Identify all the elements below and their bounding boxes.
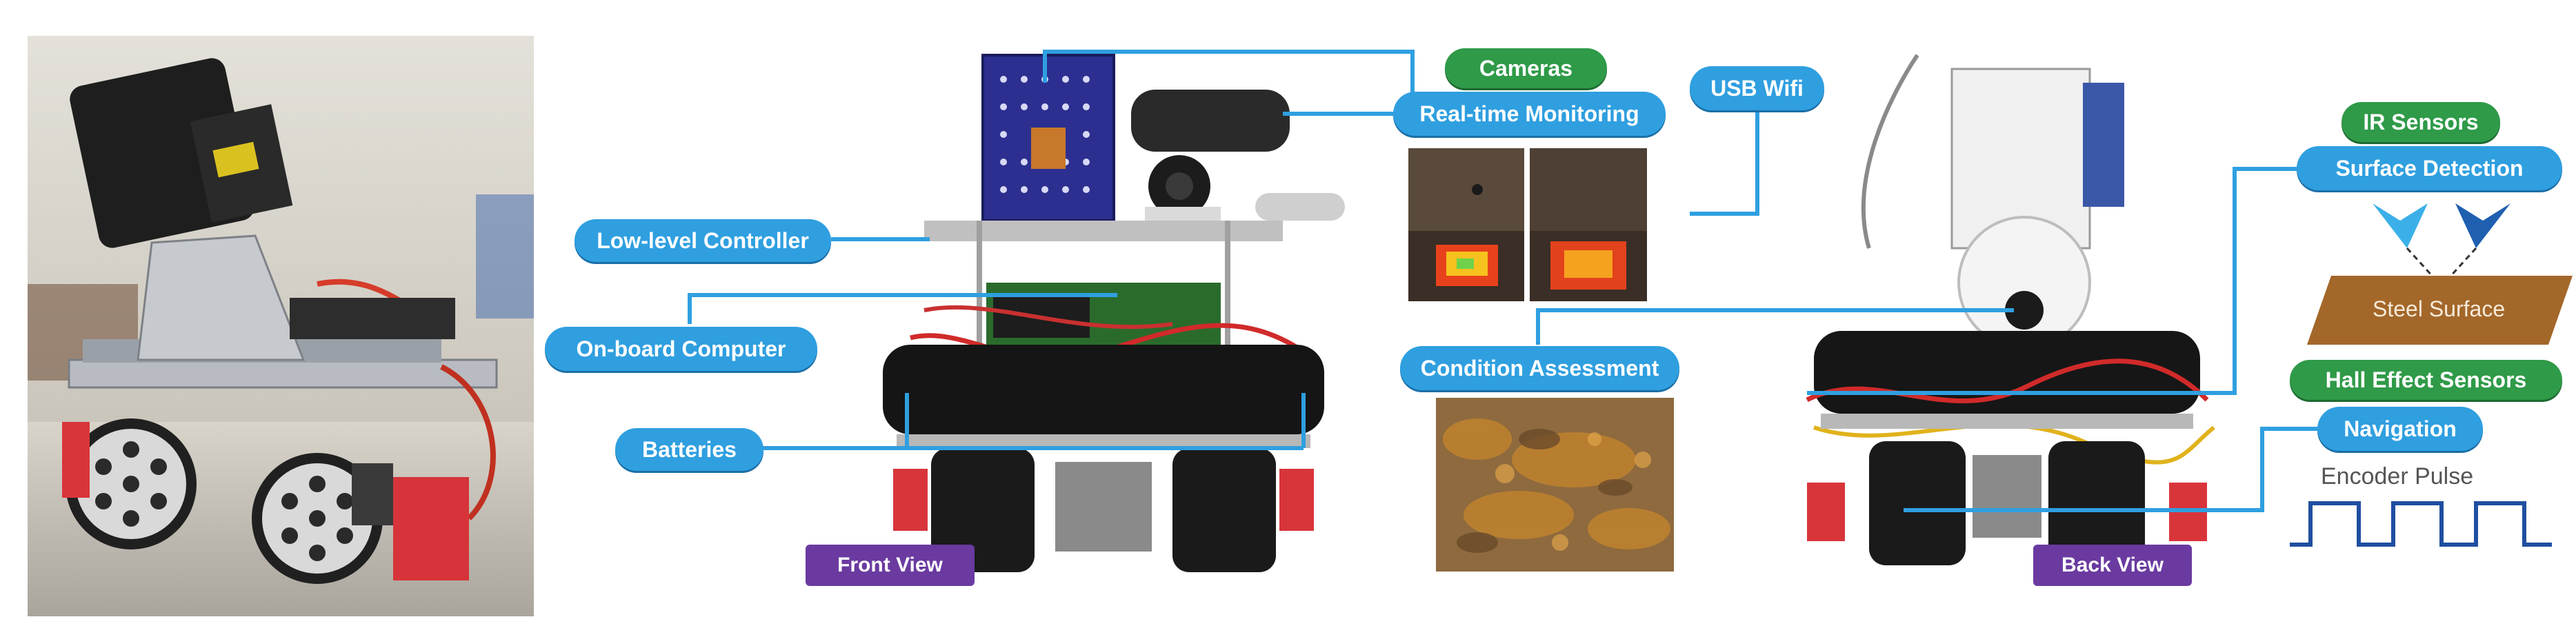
callout-line-on-board-computer bbox=[688, 293, 1117, 324]
robot-front-photo bbox=[855, 48, 1352, 572]
label-batteries: Batteries bbox=[615, 428, 763, 471]
callout-line-cameras bbox=[1043, 50, 1415, 114]
label-encoder-pulse: Encoder Pulse bbox=[2321, 463, 2474, 489]
ir-arrow-right-icon bbox=[2455, 203, 2510, 248]
camera-frame-right bbox=[1530, 148, 1647, 301]
steel-surface-shape bbox=[2307, 276, 2573, 345]
robot-side-photo bbox=[28, 36, 534, 616]
robot-side-illustration bbox=[28, 36, 534, 616]
camera-frame-left bbox=[1408, 148, 1524, 301]
ir-arrow-left-icon bbox=[2373, 203, 2428, 248]
label-real-time-monitoring: Real-time Monitoring bbox=[1393, 92, 1666, 136]
label-on-board-computer: On-board Computer bbox=[545, 327, 817, 371]
callout-line-condition-assessment bbox=[1536, 308, 2014, 345]
label-back-view: Back View bbox=[2033, 545, 2192, 586]
callout-line-navigation bbox=[1904, 427, 2317, 512]
label-navigation: Navigation bbox=[2317, 407, 2483, 451]
label-surface-detection: Surface Detection bbox=[2297, 146, 2562, 190]
encoder-pulse-waveform bbox=[2290, 501, 2552, 547]
label-condition-assessment: Condition Assessment bbox=[1400, 346, 1679, 390]
label-ir-sensors: IR Sensors bbox=[2342, 102, 2500, 142]
label-front-view: Front View bbox=[806, 545, 975, 586]
robot-front-illustration bbox=[855, 48, 1352, 572]
label-low-level-controller: Low-level Controller bbox=[575, 219, 831, 262]
label-cameras: Cameras bbox=[1445, 48, 1607, 88]
corrosion-image bbox=[1436, 398, 1674, 572]
robot-back-illustration bbox=[1766, 41, 2241, 572]
label-steel-surface: Steel Surface bbox=[2373, 296, 2506, 321]
callout-line-usb-wifi bbox=[1690, 112, 1759, 216]
robot-back-photo bbox=[1766, 41, 2241, 572]
label-usb-wifi: USB Wifi bbox=[1690, 66, 1824, 110]
callout-line-surface-detection bbox=[1807, 167, 2297, 395]
label-hall-effect-sensors: Hall Effect Sensors bbox=[2290, 360, 2562, 400]
